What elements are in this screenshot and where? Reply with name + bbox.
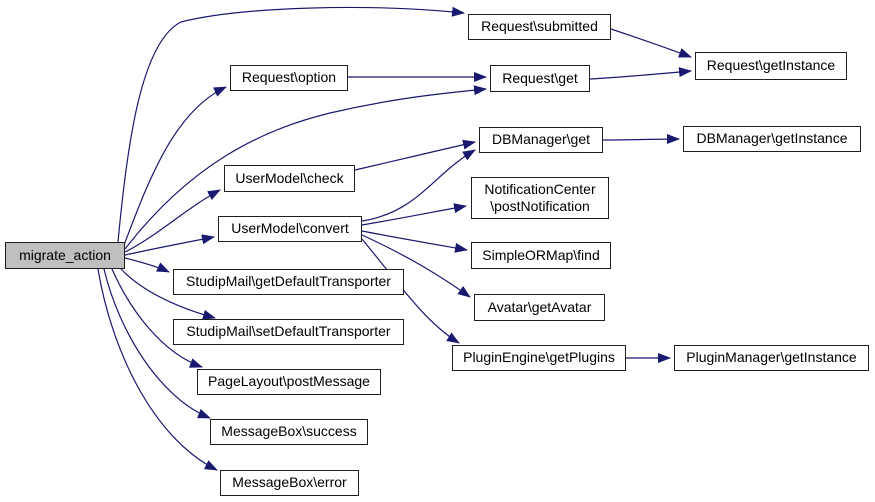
graph-node-usermodel_check[interactable]: UserModel\check xyxy=(224,165,355,192)
graph-node-messagebox_success[interactable]: MessageBox\success xyxy=(210,419,368,445)
graph-node-request_get[interactable]: Request\get xyxy=(490,65,590,92)
edge-group xyxy=(97,6,692,471)
graph-node-messagebox_error[interactable]: MessageBox\error xyxy=(220,470,359,496)
graph-node-request_submitted[interactable]: Request\submitted xyxy=(468,14,611,40)
graph-node-label: PageLayout\postMessage xyxy=(208,373,370,390)
graph-node-request_option[interactable]: Request\option xyxy=(230,65,348,91)
graph-node-simpleormap_find[interactable]: SimpleORMap\find xyxy=(471,242,611,269)
graph-node-label: migrate_action xyxy=(19,246,111,263)
edge-usermodel_convert-to-pluginengine_getplugins xyxy=(361,238,460,344)
graph-node-label: MessageBox\error xyxy=(232,474,347,491)
graph-node-label: Request\get xyxy=(502,69,578,86)
edge-migrate_action-to-studipmail_getdefaulttransporter xyxy=(124,257,170,273)
graph-node-pagelayout_postmessage[interactable]: PageLayout\postMessage xyxy=(197,369,381,395)
edge-usermodel_convert-to-simpleormap_find xyxy=(361,230,468,253)
graph-node-studipmail_getdefaulttransporter[interactable]: StudipMail\getDefaultTransporter xyxy=(173,269,404,295)
graph-node-label: StudipMail\getDefaultTransporter xyxy=(186,273,391,290)
graph-node-label: PluginManager\getInstance xyxy=(686,349,857,366)
graph-node-label: StudipMail\setDefaultTransporter xyxy=(186,323,391,340)
edge-usermodel_convert-to-notificationcenter_postnotification xyxy=(361,203,467,226)
graph-node-label: Request\option xyxy=(241,69,337,86)
graph-node-label: Request\getInstance xyxy=(706,57,836,74)
graph-node-label: MessageBox\success xyxy=(221,423,357,440)
edge-migrate_action-to-studipmail_setdefaulttransporter xyxy=(120,268,216,320)
graph-node-label: \postNotification xyxy=(490,198,590,214)
edge-usermodel_convert-to-avatar_getavatar xyxy=(361,234,471,298)
graph-node-label: UserModel\check xyxy=(235,169,344,186)
edge-usermodel_convert-to-dbmanager_get xyxy=(361,149,476,222)
edge-migrate_action-to-request_submitted xyxy=(117,6,465,243)
edge-usermodel_check-to-dbmanager_get xyxy=(354,139,476,171)
graph-node-label: SimpleORMap\find xyxy=(482,246,600,263)
graph-node-label: DBManager\getInstance xyxy=(696,130,848,147)
edge-dbmanager_get-to-dbmanager_getinstance xyxy=(602,134,680,145)
graph-node-label: DBManager\get xyxy=(491,131,591,148)
graph-node-usermodel_convert[interactable]: UserModel\convert xyxy=(218,216,362,242)
graph-node-dbmanager_getinstance[interactable]: DBManager\getInstance xyxy=(683,126,861,152)
graph-node-label: UserModel\convert xyxy=(231,220,349,237)
graph-node-label: Avatar\getAvatar xyxy=(487,298,592,315)
edge-migrate_action-to-messagebox_error xyxy=(97,268,218,471)
graph-node-label: NotificationCenter xyxy=(484,180,596,197)
edge-migrate_action-to-messagebox_success xyxy=(103,268,211,419)
graph-node-request_getinstance[interactable]: Request\getInstance xyxy=(695,52,847,80)
edge-migrate_action-to-request_option xyxy=(123,86,227,246)
graph-node-pluginmanager_getinstance[interactable]: PluginManager\getInstance xyxy=(674,345,869,371)
edge-migrate_action-to-usermodel_check xyxy=(124,189,221,253)
graph-node-studipmail_setdefaulttransporter[interactable]: StudipMail\setDefaultTransporter xyxy=(173,319,404,345)
graph-node-label: PluginEngine\getPlugins xyxy=(463,349,615,366)
graph-node-dbmanager_get[interactable]: DBManager\get xyxy=(479,127,603,153)
edge-migrate_action-to-usermodel_convert xyxy=(124,234,215,256)
graph-node-label: Request\submitted xyxy=(481,18,598,35)
edge-migrate_action-to-request_get xyxy=(124,85,487,250)
graph-node-notificationcenter_postnotification[interactable]: NotificationCenter\postNotification xyxy=(471,177,609,219)
graph-node-pluginengine_getplugins[interactable]: PluginEngine\getPlugins xyxy=(452,345,626,371)
edge-request_get-to-request_getinstance xyxy=(589,67,692,80)
edge-migrate_action-to-pagelayout_postmessage xyxy=(111,268,203,368)
graph-node-avatar_getavatar[interactable]: Avatar\getAvatar xyxy=(474,294,605,321)
edge-request_submitted-to-request_getinstance xyxy=(610,28,692,58)
graph-node-migrate_action: migrate_action xyxy=(5,242,125,269)
